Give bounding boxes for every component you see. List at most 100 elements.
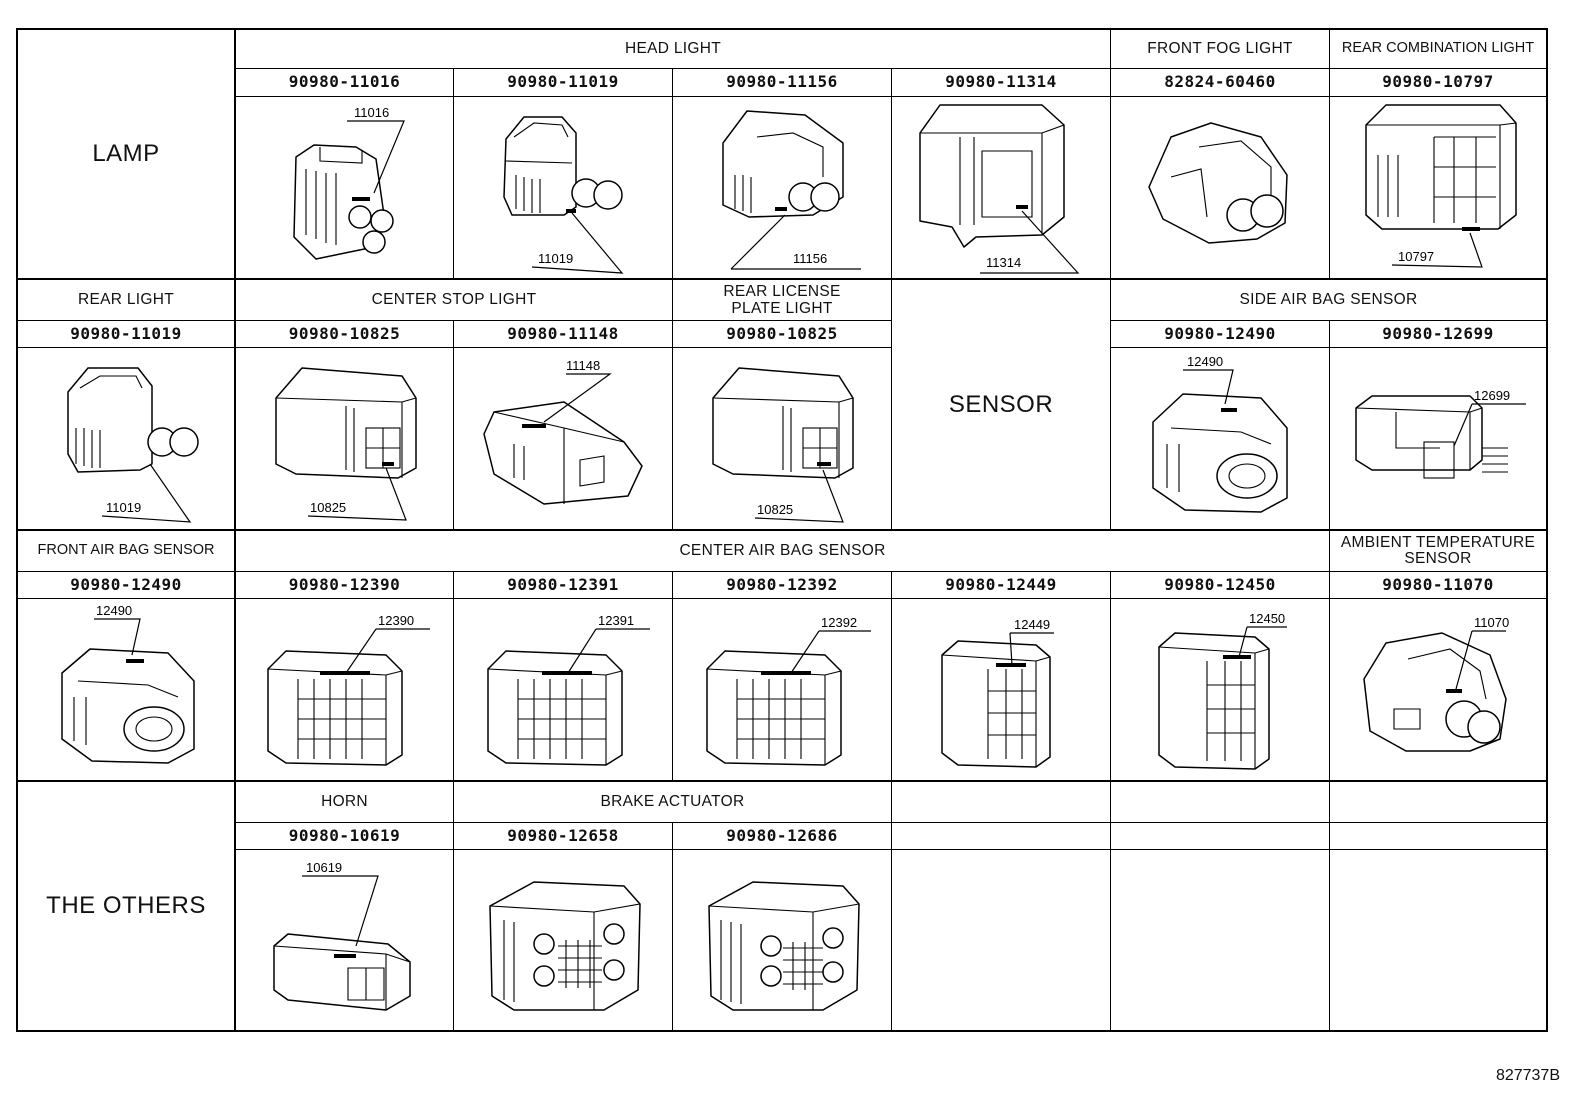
row-divider-1 — [16, 278, 1548, 280]
r3-vcol-6 — [1329, 530, 1330, 781]
r4-vcol-4 — [891, 781, 892, 1031]
connector-drawing-90980-12449: 12449 — [892, 599, 1110, 780]
r2-subline-b-left — [16, 347, 892, 348]
callout-11148: 11148 — [566, 358, 600, 373]
callout-12390: 12390 — [378, 613, 414, 628]
part-number-90980-12391: 90980-12391 — [507, 574, 619, 594]
part-number-90980-10825-license: 90980-10825 — [726, 323, 838, 343]
r2-subline-a-right — [1110, 320, 1547, 321]
section-front-fog-light: FRONT FOG LIGHT — [1147, 39, 1293, 57]
section-rear-combination-light: REAR COMBINATION LIGHT — [1341, 40, 1535, 57]
part-number-90980-12392: 90980-12392 — [726, 574, 838, 594]
section-ambient-line-1: AMBIENT TEMPERATURE — [1340, 533, 1536, 551]
callout-11019-rear: 11019 — [106, 500, 141, 515]
connector-drawing-90980-12490-front: 12490 — [18, 599, 234, 780]
part-number-90980-12450: 90980-12450 — [1164, 574, 1276, 594]
r2-vcol-2 — [453, 320, 454, 530]
row-divider-2 — [16, 529, 1548, 531]
r1-vcol-4 — [891, 68, 892, 279]
callout-12450: 12450 — [1249, 611, 1285, 626]
connector-drawing-90980-11016: 11016 — [236, 97, 453, 278]
section-head-light: HEAD LIGHT — [624, 39, 721, 57]
r4-vcol-6 — [1329, 781, 1330, 1031]
part-number-90980-12490-side: 90980-12490 — [1164, 323, 1276, 343]
callout-10825: 10825 — [310, 500, 346, 515]
connector-drawing-90980-10825: 10825 — [236, 348, 453, 529]
row-divider-3 — [16, 780, 1548, 782]
part-number-90980-12699: 90980-12699 — [1382, 323, 1494, 343]
connector-drawing-90980-11019: 11019 — [454, 97, 672, 278]
section-front-air-bag-sensor: FRONT AIR BAG SENSOR — [37, 542, 215, 559]
frame-bottom — [16, 1030, 1548, 1032]
figure-code: 827737B — [1495, 1067, 1560, 1084]
part-number-90980-12390: 90980-12390 — [288, 574, 401, 594]
part-number-90980-11019-rear: 90980-11019 — [70, 323, 182, 343]
connector-drawing-90980-11148: 11148 — [454, 348, 672, 529]
part-number-90980-11019: 90980-11019 — [507, 72, 619, 92]
r2-subline-a-left — [16, 320, 892, 321]
r3-vcol-2 — [453, 571, 454, 781]
part-number-90980-11314: 90980-11314 — [945, 72, 1057, 92]
connector-drawing-90980-12450: 12450 — [1111, 599, 1329, 780]
connector-drawing-90980-12390: 12390 — [236, 599, 453, 780]
callout-12449: 12449 — [1014, 617, 1050, 632]
part-number-90980-11148: 90980-11148 — [507, 323, 619, 343]
callout-11314: 11314 — [986, 255, 1021, 270]
callout-11156: 11156 — [793, 251, 827, 266]
r2-subline-b-right — [1110, 347, 1547, 348]
part-number-90980-10619: 90980-10619 — [288, 825, 401, 845]
part-number-90980-11156: 90980-11156 — [726, 72, 838, 92]
category-sensor: SENSOR — [948, 390, 1054, 418]
section-brake-actuator: BRAKE ACTUATOR — [600, 792, 745, 810]
r4-vcol-1 — [234, 781, 236, 1031]
connector-drawing-90980-10797: 10797 — [1330, 97, 1546, 278]
r2-vcol-5 — [1110, 279, 1111, 530]
part-number-90980-10797: 90980-10797 — [1382, 72, 1494, 92]
connector-drawing-90980-12658 — [454, 850, 672, 1030]
section-rear-light: REAR LIGHT — [77, 291, 174, 309]
part-number-90980-12686: 90980-12686 — [726, 825, 838, 845]
connector-drawing-90980-12392: 12392 — [673, 599, 891, 780]
callout-12699: 12699 — [1474, 388, 1510, 403]
part-number-90980-12658: 90980-12658 — [507, 825, 619, 845]
connector-drawing-90980-12699: 12699 — [1330, 348, 1546, 529]
r3-subline-b — [16, 598, 1547, 599]
frame-top — [16, 28, 1548, 30]
r4-vcol-2 — [453, 781, 454, 1031]
r4-vcol-3 — [672, 822, 673, 1031]
connector-drawing-90980-12686 — [673, 850, 891, 1030]
callout-10619: 10619 — [306, 860, 342, 875]
r3-vcol-1 — [234, 530, 236, 781]
r1-vcol-3 — [672, 68, 673, 279]
connector-drawing-90980-12391: 12391 — [454, 599, 672, 780]
r1-vcol-1 — [234, 28, 236, 280]
callout-12490-front: 12490 — [96, 603, 132, 618]
section-rear-license-line-2: PLATE LIGHT — [731, 299, 833, 317]
connector-drawing-90980-10825-license: 10825 — [673, 348, 891, 529]
r1-vcol-6 — [1329, 28, 1330, 279]
r4-vcol-5 — [1110, 781, 1111, 1031]
part-number-90980-12490-front: 90980-12490 — [70, 574, 182, 594]
section-rear-license-plate-light: REAR LICENSE PLATE LIGHT — [673, 281, 891, 320]
part-number-90980-11070: 90980-11070 — [1382, 574, 1494, 594]
r1-vcol-2 — [453, 68, 454, 279]
part-number-82824-60460: 82824-60460 — [1164, 72, 1276, 92]
callout-10797: 10797 — [1398, 249, 1434, 264]
callout-12490-side: 12490 — [1187, 354, 1223, 369]
connector-drawing-90980-11314: 11314 — [892, 97, 1110, 278]
callout-11016: 11016 — [354, 105, 389, 120]
connector-drawing-90980-10619: 10619 — [236, 850, 453, 1030]
r2-vcol-3 — [672, 279, 673, 530]
part-number-90980-11016: 90980-11016 — [288, 72, 401, 92]
section-side-air-bag-sensor: SIDE AIR BAG SENSOR — [1239, 291, 1418, 309]
connector-drawing-82824-60460 — [1111, 97, 1329, 278]
connector-drawing-90980-11156: 11156 — [673, 97, 891, 278]
section-horn: HORN — [321, 792, 368, 810]
section-rear-license-line-1: REAR LICENSE — [723, 283, 841, 301]
r3-vcol-4 — [891, 571, 892, 781]
callout-10825-license: 10825 — [757, 502, 793, 517]
connector-drawing-90980-11070: 11070 — [1330, 599, 1546, 780]
section-center-stop-light: CENTER STOP LIGHT — [371, 291, 537, 309]
r3-vcol-5 — [1110, 571, 1111, 781]
category-the-others: THE OTHERS — [46, 892, 206, 920]
